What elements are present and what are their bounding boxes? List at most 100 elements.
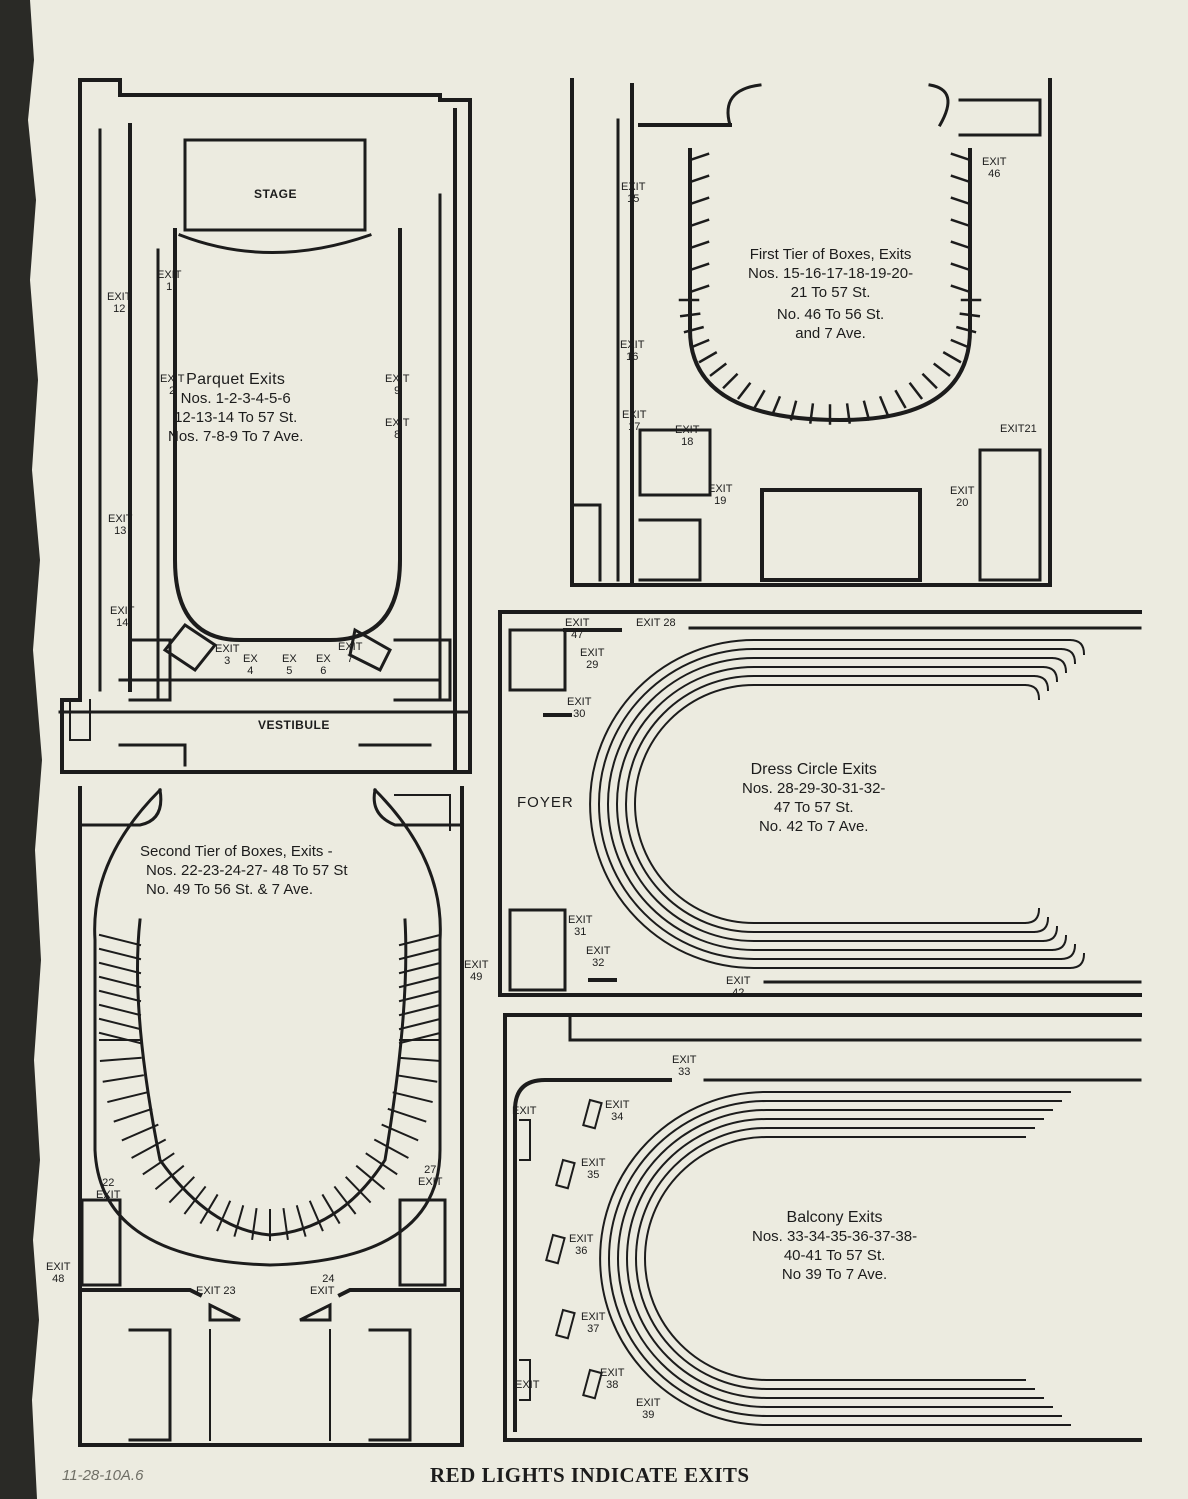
exit-number: 9: [394, 384, 401, 397]
dress-circle-row-end: [1032, 674, 1050, 692]
caption-line: No 39 To 7 Ave.: [781, 1265, 888, 1283]
box-partition: [950, 196, 972, 206]
box-partition: [199, 1193, 219, 1225]
exit-word: EXIT: [586, 945, 611, 957]
dress-circle-row-end: [1032, 916, 1050, 934]
caption-line: 40-41 To 57 St.: [783, 1246, 886, 1264]
first-tier-box-partitions: [678, 152, 982, 425]
box-partition: [365, 1152, 398, 1176]
exit-marker: EXIT 28: [636, 617, 676, 630]
exit-number: 13: [114, 524, 127, 537]
box-partition: [862, 400, 871, 421]
balcony-row-line: [608, 1100, 1062, 1417]
exit-number: 24: [322, 1273, 335, 1285]
exit-lights-notice: RED LIGHTS INDICATE EXITS: [430, 1463, 750, 1487]
balcony-row-line: [635, 1127, 1035, 1390]
box-partition: [809, 403, 815, 424]
stage-label: STAGE: [254, 187, 297, 201]
vestibule-label: VESTIBULE: [258, 718, 330, 732]
exit-word: EXIT: [108, 513, 133, 525]
exit-number: 3: [224, 654, 231, 667]
dress-circle-row-end: [1023, 683, 1041, 701]
box-partition: [333, 1185, 357, 1215]
exit-word: EXIT: [565, 617, 590, 629]
balcony-exit-door: [555, 1308, 576, 1340]
dress-circle-row-line: [607, 657, 1053, 951]
caption-line: No. 49 To 56 St. & 7 Ave.: [146, 880, 314, 898]
box-partition: [689, 338, 710, 349]
exit-number: 35: [587, 1168, 600, 1181]
box-partition: [98, 1017, 142, 1031]
caption-line: Second Tier of Boxes, Exits -: [140, 843, 333, 860]
box-partition: [709, 362, 728, 377]
exit-word: EXIT: [567, 696, 592, 708]
parquet-exits-caption: Parquet Exits Nos. 1-2-3-4-5-6 12-13-14 …: [168, 370, 303, 446]
dress-circle-row-end: [1023, 907, 1041, 925]
exit-word: EXIT: [708, 483, 733, 495]
dress-circle-row-end: [1041, 665, 1059, 683]
exit-number: 14: [116, 616, 129, 629]
exit-number: 30: [573, 707, 586, 720]
dress-circle-row-end: [1059, 943, 1077, 961]
balcony-exits-caption: Balcony Exits Nos. 33-34-35-36-37-38- 40…: [752, 1208, 917, 1284]
exit-number: 22: [102, 1177, 115, 1189]
balcony-row-line: [644, 1136, 1026, 1381]
exit-number: 27: [424, 1164, 437, 1176]
exit-number: 47: [571, 628, 584, 641]
box-partition: [688, 218, 710, 228]
box-partition: [398, 1031, 442, 1045]
exit-number: 33: [678, 1065, 691, 1078]
box-partition: [295, 1205, 307, 1237]
box-partition: [321, 1193, 341, 1225]
exit-word: EXIT: [726, 975, 751, 987]
dress-circle-exits-caption: Dress Circle Exits Nos. 28-29-30-31-32- …: [742, 760, 885, 836]
box-partition: [950, 174, 972, 184]
box-partition: [770, 395, 782, 416]
box-partition: [845, 403, 851, 424]
box-partition: [98, 947, 142, 961]
box-partition: [381, 1123, 419, 1142]
exit-word: EXIT: [636, 1397, 661, 1409]
box-partition: [233, 1205, 245, 1237]
exit-number: 1: [166, 280, 173, 293]
exit-word: EXIT: [569, 1233, 594, 1245]
dress-circle-row-end: [1050, 656, 1068, 674]
dress-circle-row-end: [1068, 638, 1086, 656]
box-partition: [736, 381, 752, 400]
caption-line: Balcony Exits: [786, 1209, 883, 1226]
box-partition: [355, 1164, 386, 1191]
exit-word: EXIT: [464, 959, 489, 971]
box-partition: [688, 262, 710, 272]
balcony-seating-rows: [545, 1091, 1071, 1426]
box-partition: [688, 284, 710, 294]
exit-number: 23: [223, 1285, 236, 1297]
box-partition: [398, 989, 442, 1003]
box-partition: [722, 372, 739, 390]
exit-number: 16: [626, 350, 639, 363]
box-partition: [753, 389, 766, 409]
balcony-exit-door: [582, 1098, 603, 1130]
box-partition: [679, 312, 701, 318]
balcony-plan: [503, 1013, 1142, 1442]
exit-number: 15: [627, 192, 640, 205]
box-partition: [102, 1074, 144, 1083]
box-partition: [950, 284, 972, 294]
box-partition: [107, 1091, 148, 1104]
exit-word: EX: [243, 653, 258, 665]
exit-word: EXIT: [515, 1379, 540, 1391]
balcony-row-line: [599, 1091, 1071, 1426]
exit-number: 6: [320, 664, 327, 677]
exit-word: EXIT: [196, 1285, 221, 1297]
caption-line: 21 To 57 St.: [790, 283, 871, 301]
